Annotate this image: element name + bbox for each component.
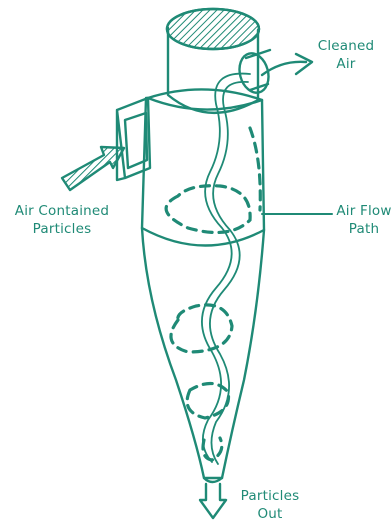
cleaned-air-label: Cleaned Air [304, 37, 388, 73]
air-flow-label-line-1: Air Flow [336, 202, 392, 220]
air-contained-label-line-1: Air Contained [2, 202, 122, 220]
particles-out-arrow [200, 484, 226, 518]
air-contained-label-line-2: Particles [2, 220, 122, 238]
particles-out-label: Particles Out [225, 487, 315, 523]
cleaned-air-label-line-1: Cleaned [304, 37, 388, 55]
particles-out-label-line-1: Particles [225, 487, 315, 505]
air-flow-path-label: Air Flow Path [336, 202, 392, 238]
air-flow-swirl-mid [171, 305, 232, 352]
inlet-arrow [62, 147, 124, 190]
air-contained-particles-label: Air Contained Particles [2, 202, 122, 238]
cleaned-air-label-line-2: Air [304, 55, 388, 73]
particles-out-label-line-2: Out [225, 505, 315, 523]
air-flow-label-line-2: Path [336, 220, 392, 238]
